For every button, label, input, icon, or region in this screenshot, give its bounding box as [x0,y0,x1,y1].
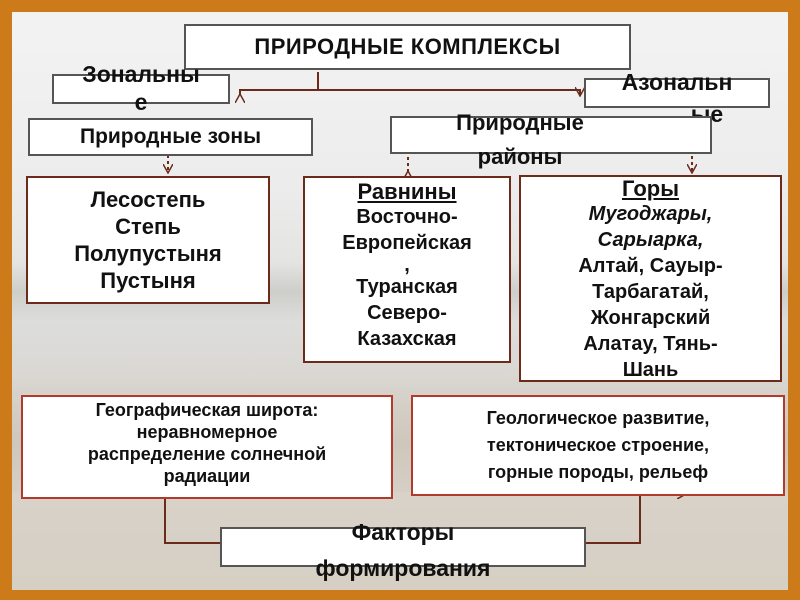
factor-text-line: тектоническое строение, [486,435,710,455]
azonal-box [584,78,770,108]
list-item: Туранская [356,276,458,298]
list-item: Алатау, Тянь- [583,333,718,355]
list-item: Мугоджары, [588,203,713,225]
list-item: Степь [115,214,181,239]
factors-box [220,527,586,567]
list-item: Пустыня [100,268,196,293]
natural-regions-label: Природные районы [456,110,584,169]
factor-text-line: Геологическое развитие, [486,408,710,428]
list-item: Сарыарка, [597,229,704,251]
list-item: Полупустыня [74,241,222,266]
zones-list-box: Лесостепь Степь Полупустыня Пустыня [26,176,270,304]
mountains-header: Горы [621,176,680,201]
page-title: ПРИРОДНЫЕ КОМПЛЕКСЫ [254,34,561,59]
factor-text-line: радиации [163,466,251,486]
list-item: Европейская [342,232,472,254]
mountains-box: Горы Мугоджары, Сарыарка, Алтай, Сауыр- … [519,175,782,382]
zonal-box [52,74,230,104]
title-box: ПРИРОДНЫЕ КОМПЛЕКСЫ [184,24,631,70]
list-item: Шань [622,359,679,381]
factor-text-line: Географическая широта: [95,400,319,420]
factor-text-line: неравномерное [136,422,278,442]
factor-text-line: распределение солнечной [87,444,327,464]
azonal-label: Азональн ые [621,69,733,127]
list-item: Лесостепь [90,187,206,212]
list-item: Казахская [357,328,457,350]
natural-regions-box [390,116,712,154]
plains-header: Равнины [357,179,457,204]
natural-zones-label: Природные зоны [79,125,262,148]
list-item: Тарбагатай, [592,281,709,303]
list-item: Северо- [367,302,447,324]
factors-label: Факторы формирования [315,519,491,581]
list-item: Алтай, Сауыр- [578,255,723,277]
list-item: Восточно- [356,206,458,228]
natural-zones-box: Природные зоны [28,118,313,156]
list-item: Жонгарский [590,307,711,329]
factor-text-line: горные породы, рельеф [487,462,709,482]
factor-geology-box: Геологическое развитие, тектоническое ст… [411,395,785,496]
factor-latitude-box: Географическая широта: неравномерное рас… [21,395,393,499]
zonal-label: Зональны е [82,61,200,115]
plains-box: Равнины Восточно- Европейская , Туранска… [303,176,511,363]
list-item: , [404,254,410,276]
